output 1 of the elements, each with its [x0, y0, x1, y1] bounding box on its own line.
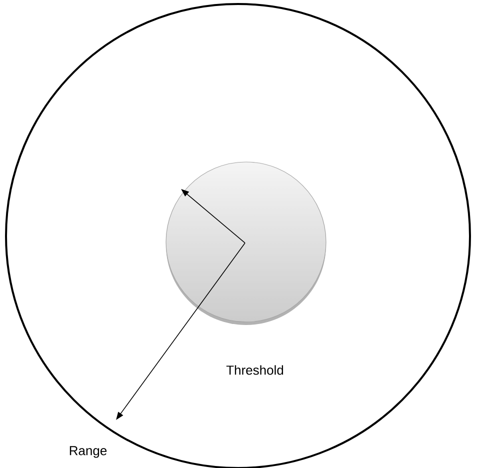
node-label: Threshold: [226, 365, 284, 375]
